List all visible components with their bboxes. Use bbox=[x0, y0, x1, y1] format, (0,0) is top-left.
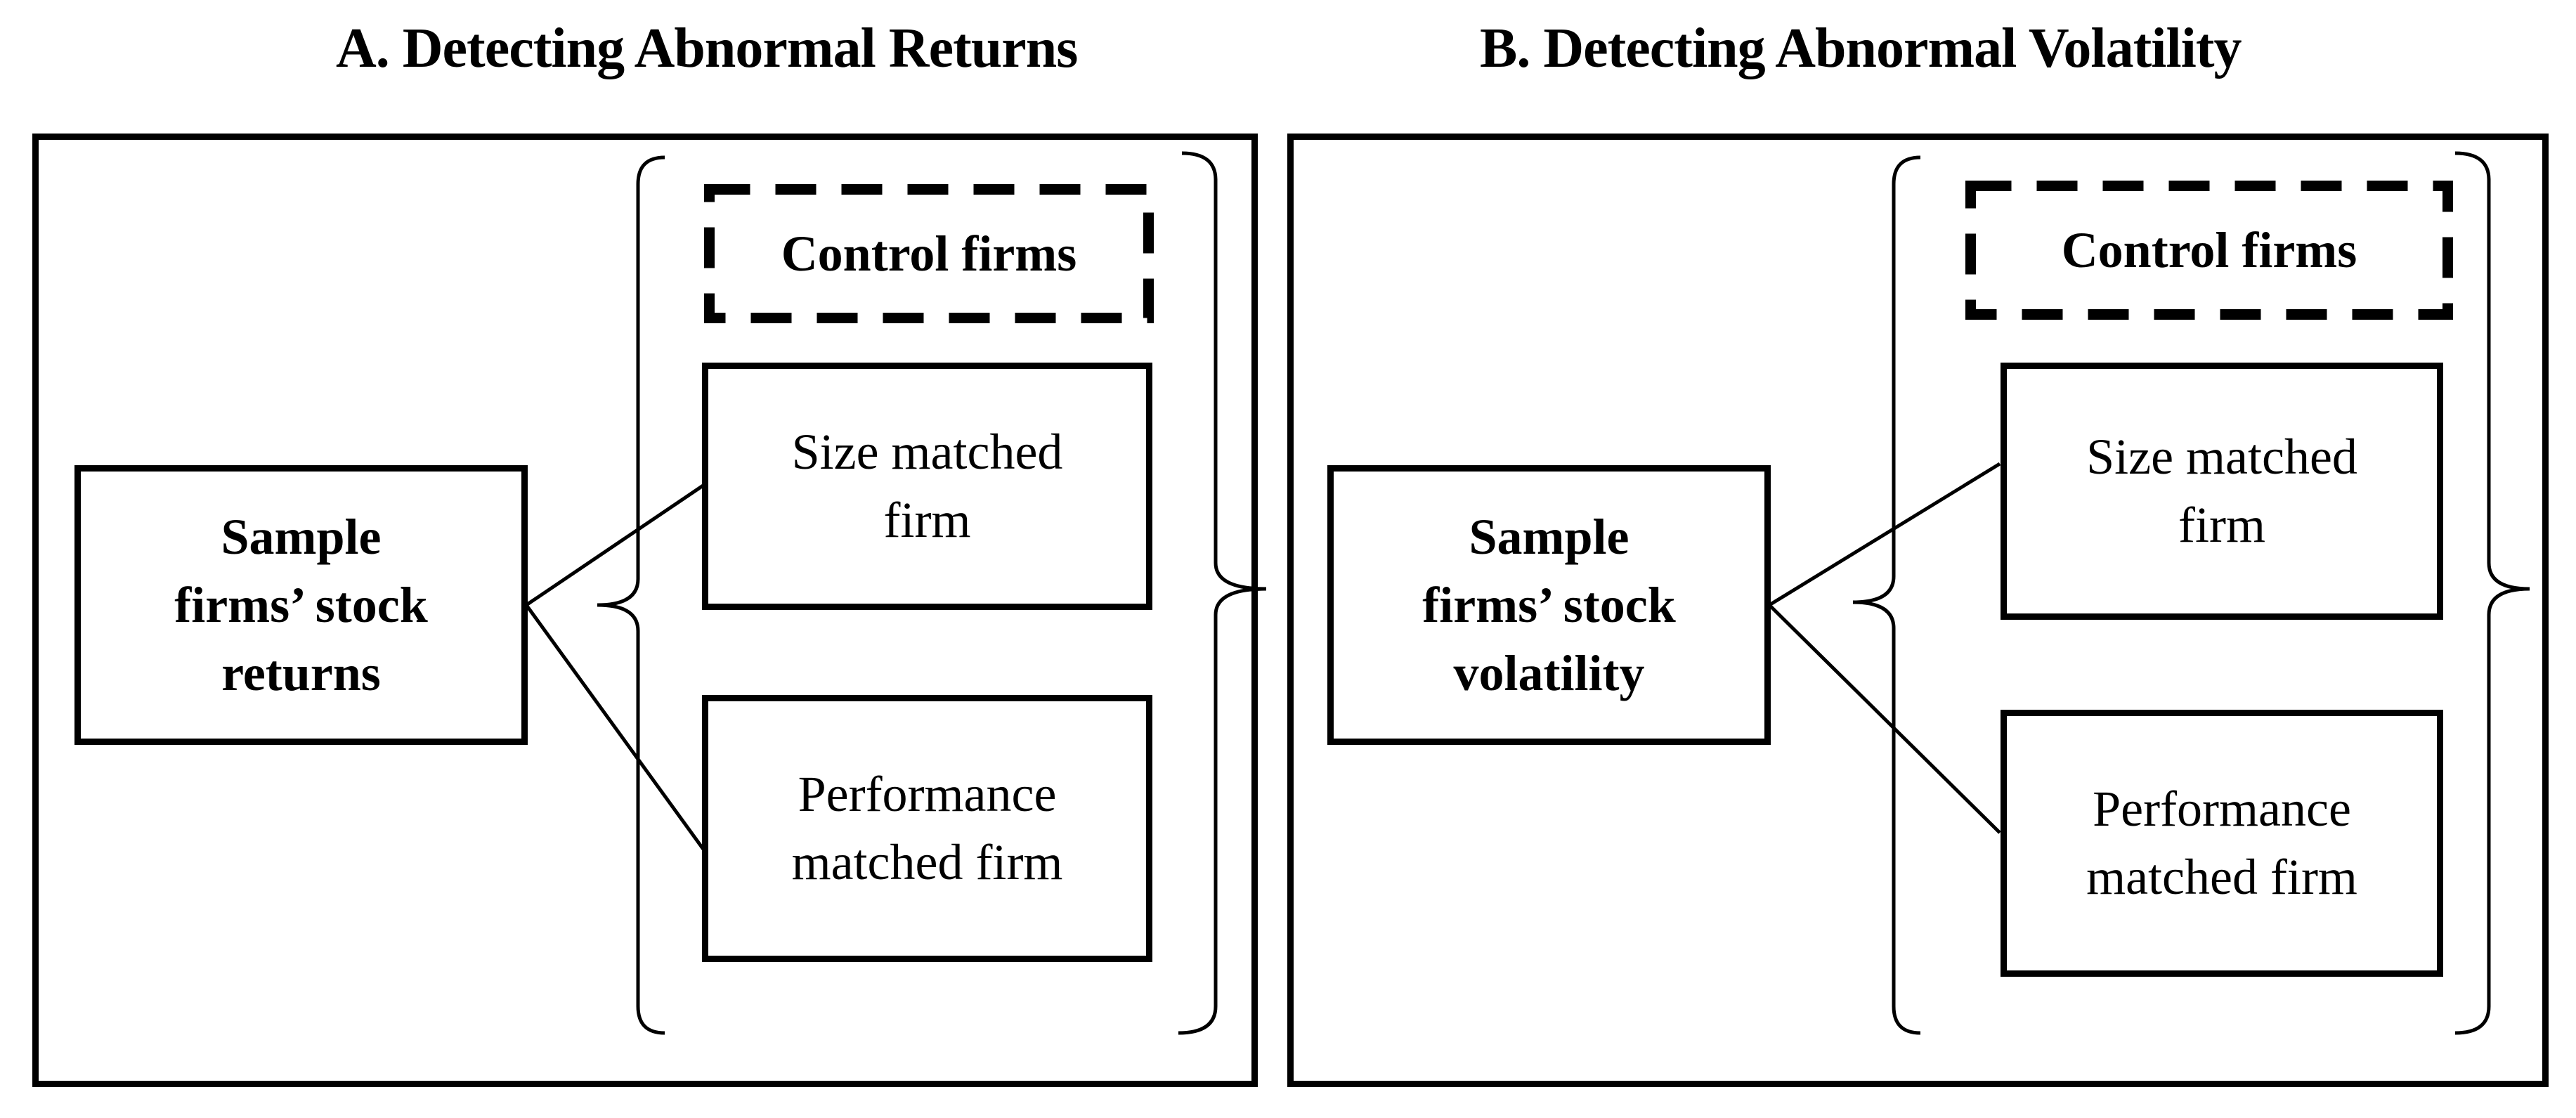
control-firms-label-a: Control firms bbox=[781, 225, 1077, 282]
sample-box-line: returns bbox=[221, 644, 381, 701]
connector-sample-to-performance-b bbox=[1768, 604, 2001, 834]
size-matched-firm-box-b: Size matched firm bbox=[2001, 363, 2443, 620]
control-firms-label-b: Control firms bbox=[2061, 221, 2357, 278]
left-curly-brace-b bbox=[1852, 155, 1921, 1035]
panel-b-title: B. Detecting Abnormal Volatility bbox=[1480, 18, 2242, 79]
panel-a-frame bbox=[32, 134, 1258, 1087]
left-curly-brace-a bbox=[597, 155, 665, 1035]
connector-sample-to-size-b bbox=[1768, 462, 2001, 607]
control-firms-dashed-box-b bbox=[1965, 181, 2453, 320]
sample-box-line: Sample bbox=[1469, 508, 1629, 565]
right-curly-brace-b bbox=[2454, 151, 2530, 1035]
connector-sample-to-size-a bbox=[525, 483, 705, 607]
sample-box-line: Sample bbox=[221, 508, 382, 565]
sample-box-line: firms’ stock bbox=[174, 576, 428, 633]
sample-box-line: volatility bbox=[1453, 644, 1645, 701]
sample-firms-stock-volatility-box: Sample firms’ stock volatility bbox=[1327, 465, 1771, 745]
size-matched-firm-box-a: Size matched firm bbox=[702, 363, 1152, 610]
control-firms-dashed-box-a bbox=[704, 184, 1154, 323]
panel-b-frame bbox=[1287, 134, 2549, 1087]
right-curly-brace-a bbox=[1178, 151, 1267, 1035]
connector-sample-to-performance-a bbox=[524, 604, 706, 852]
performance-matched-firm-box-a: Performance matched firm bbox=[702, 695, 1152, 962]
sample-box-line: firms’ stock bbox=[1422, 576, 1676, 633]
panel-a-title: A. Detecting Abnormal Returns bbox=[336, 18, 1078, 79]
sample-firms-stock-returns-box: Sample firms’ stock returns bbox=[74, 465, 528, 745]
performance-matched-firm-box-b: Performance matched firm bbox=[2001, 710, 2443, 977]
